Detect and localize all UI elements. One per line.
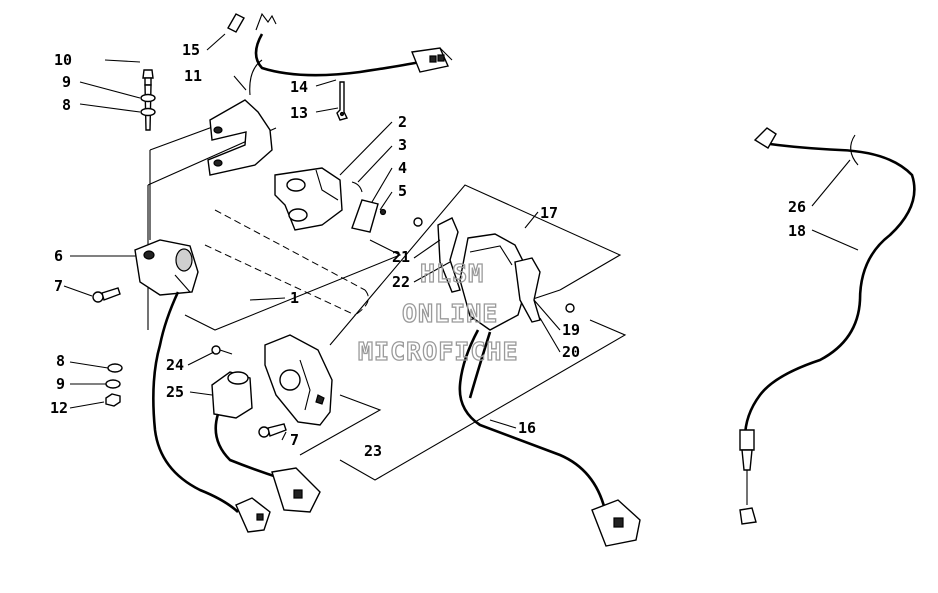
- watermark-line-2: ONLINE: [402, 299, 498, 328]
- leader-lines: [63, 33, 859, 441]
- wire-left-harness: [152, 291, 239, 513]
- callout-9-top: 9: [62, 73, 71, 91]
- callout-3: 3: [398, 136, 407, 154]
- switch-housing-22: [264, 334, 333, 426]
- throttle-housing-2: [274, 167, 343, 231]
- assembly-22-box: [299, 319, 627, 481]
- callout-24: 25: [166, 383, 184, 401]
- wire-harness-14: [254, 33, 453, 77]
- lever-assembly-17: [459, 233, 531, 331]
- callout-20: 21: [392, 248, 410, 266]
- callout-26: 18: [788, 222, 806, 240]
- callout-13: 13: [290, 104, 308, 122]
- lever-18: [514, 257, 541, 323]
- nut-10: [105, 393, 121, 407]
- watermark-line-1: HLSM: [420, 259, 484, 288]
- wire-harness-16: [458, 329, 607, 511]
- connector-center: [271, 467, 321, 513]
- callout-21: 22: [392, 273, 410, 291]
- callout-11: 10: [54, 51, 72, 69]
- screw-21: [413, 217, 423, 227]
- callout-17: 17: [540, 204, 558, 222]
- callout-15: 15: [182, 41, 200, 59]
- clamp-block-6: [134, 239, 199, 296]
- callout-16: 16: [518, 419, 536, 437]
- callout-14: 14: [290, 78, 308, 96]
- handlebar-dashed: [204, 209, 369, 316]
- callout-9-bottom: 9: [56, 375, 65, 393]
- spring-3: [351, 181, 363, 193]
- clip-5: [351, 199, 387, 233]
- bolt-7-lower: [258, 423, 287, 438]
- callout-18: 19: [562, 321, 580, 339]
- watermark: HLSM ONLINE MICROFICHE: [357, 258, 519, 366]
- callout-23: 24: [166, 356, 184, 374]
- callout-2: 2: [398, 113, 407, 131]
- terminal-15: [227, 12, 277, 33]
- callout-7-left: 7: [54, 277, 63, 295]
- screw-19: [565, 303, 575, 313]
- connector-right: [591, 499, 641, 547]
- washer-8-bottom: [107, 363, 123, 373]
- switch-24: [211, 371, 253, 419]
- callout-8-top: 8: [62, 96, 71, 114]
- connector-left: [235, 497, 271, 533]
- callout-8-bottom: 8: [56, 352, 65, 370]
- wire-switch-24: [214, 413, 281, 480]
- callout-22: 23: [364, 442, 382, 460]
- callout-4: 4: [398, 159, 407, 177]
- callout-12: 11: [184, 67, 202, 85]
- callout-6: 6: [54, 247, 63, 265]
- callout-1: 1: [290, 289, 299, 307]
- callout-5: 5: [398, 182, 407, 200]
- callout-7-lower: 7: [290, 431, 299, 449]
- washer-9-bottom: [105, 379, 121, 389]
- screw-23: [211, 345, 233, 355]
- callout-labels: 10 9 8 15 11 14 13 2 3 4 5 6 7 1 8 9 12 …: [50, 41, 806, 460]
- bracket-12: [207, 59, 273, 176]
- throttle-cable-26: [739, 127, 916, 525]
- pin-13: [336, 81, 349, 121]
- watermark-line-3: MICROFICHE: [358, 337, 519, 366]
- washer-8-top: [140, 107, 156, 117]
- washer-9-top: [140, 93, 156, 103]
- callout-19: 20: [562, 343, 580, 361]
- bolt-7-left: [92, 287, 121, 303]
- callout-10: 12: [50, 399, 68, 417]
- callout-25: 26: [788, 198, 806, 216]
